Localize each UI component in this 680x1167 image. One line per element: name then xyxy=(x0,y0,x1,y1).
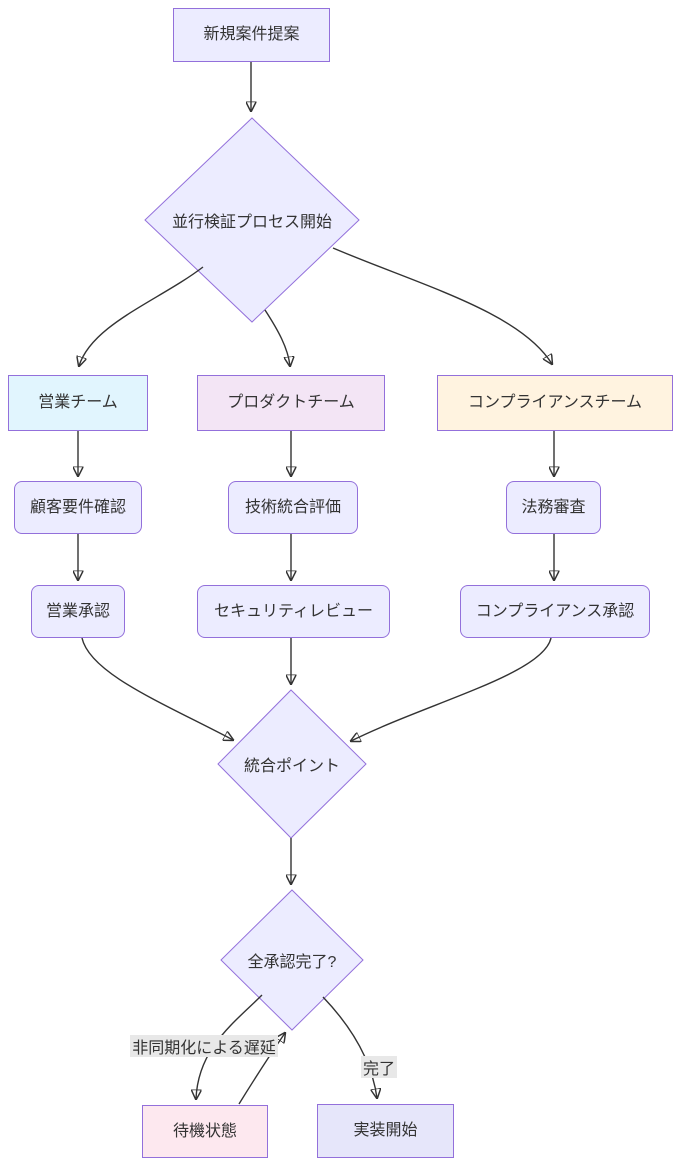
node-product-team: プロダクトチーム xyxy=(197,375,385,431)
node-new-proposal: 新規案件提案 xyxy=(173,8,330,62)
node-wait-state: 待機状態 xyxy=(142,1105,268,1158)
decision-integration-point-label: 統合ポイント xyxy=(243,758,340,775)
node-implementation-start: 実装開始 xyxy=(317,1104,454,1158)
decision-all-approved-shape xyxy=(220,889,364,1031)
edge-label-done: 完了 xyxy=(361,1056,397,1078)
node-customer-requirements: 顧客要件確認 xyxy=(14,481,142,534)
node-security-review: セキュリティレビュー xyxy=(197,585,390,638)
node-legal-review: 法務審査 xyxy=(506,481,601,534)
node-compliance-team: コンプライアンスチーム xyxy=(437,375,673,431)
edge-start-to-product-team xyxy=(264,309,290,366)
decision-all-approved-label: 全承認完了? xyxy=(247,954,337,971)
edge-wait-state-to-all-approved xyxy=(238,1033,285,1105)
edge-start-to-compliance-team xyxy=(332,247,552,364)
decision-parallel-start-label: 並行検証プロセス開始 xyxy=(171,214,332,231)
node-compliance-approval: コンプライアンス承認 xyxy=(460,585,650,638)
node-sales-team: 営業チーム xyxy=(8,375,148,431)
node-tech-integration-eval: 技術統合評価 xyxy=(228,481,358,534)
edge-all-approved-to-impl-start xyxy=(322,996,377,1098)
node-sales-approval: 営業承認 xyxy=(31,585,125,638)
edge-label-async-delay: 非同期化による遅延 xyxy=(130,1035,278,1057)
edge-compliance-approval-to-integration xyxy=(351,637,552,741)
edge-sales-approval-to-integration xyxy=(81,637,233,740)
edge-start-to-sales-team xyxy=(79,266,204,366)
